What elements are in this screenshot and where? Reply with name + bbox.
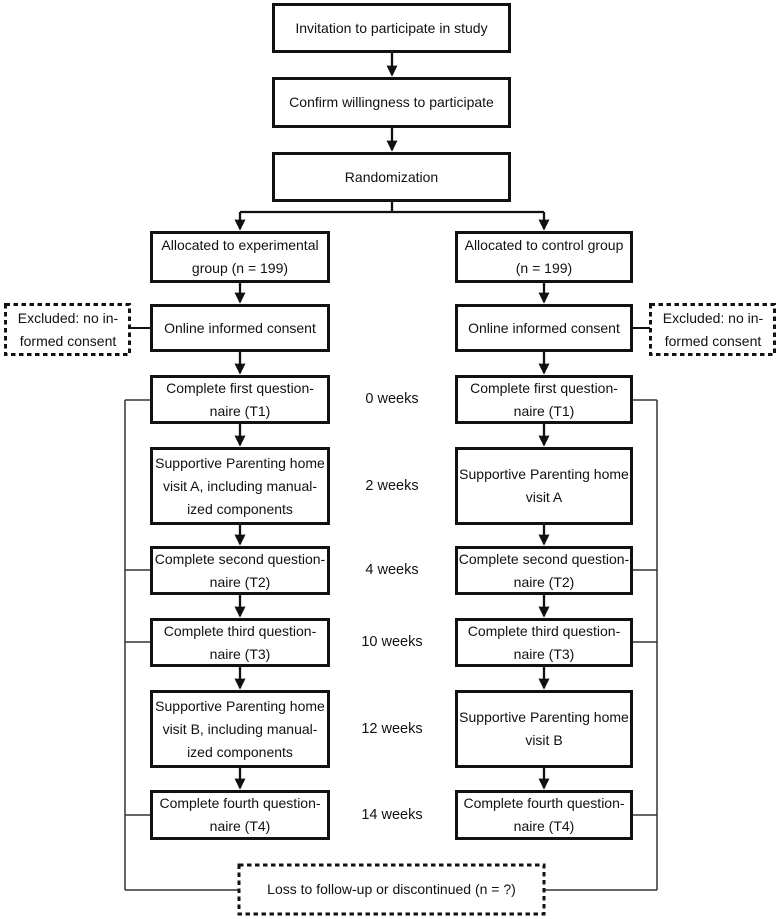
timeline-label-2-weeks: 2 weeks (365, 478, 419, 494)
dashed-box-outlines (4, 303, 776, 916)
control-t4-box: Complete fourth question- naire (T4) (455, 790, 633, 840)
timeline-label-4-weeks: 4 weeks (365, 562, 419, 578)
control-visit-a-box: Supportive Parenting home visit A (455, 447, 633, 525)
control-allocated-box: Allocated to control group (n = 199) (455, 231, 633, 283)
control-consent-box: Online informed consent (455, 304, 633, 352)
control-visit-b-box: Supportive Parenting home visit B (455, 690, 633, 768)
experimental-visit-a-box: Supportive Parenting home visit A, inclu… (150, 447, 330, 525)
timeline-label-12-weeks: 12 weeks (361, 721, 423, 737)
experimental-allocated-box: Allocated to experimental group (n = 199… (150, 231, 330, 283)
right-dropout-collector (544, 399, 658, 891)
timeline-label-10-weeks: 10 weeks (361, 634, 423, 650)
timeline-label-0-weeks: 0 weeks (365, 391, 419, 407)
experimental-t2-box: Complete second question- naire (T2) (150, 546, 330, 595)
experimental-t1-box: Complete first question- naire (T1) (150, 375, 330, 424)
left-dropout-collector (124, 399, 239, 891)
control-t3-box: Complete third question- naire (T3) (455, 618, 633, 667)
experimental-visit-b-box: Supportive Parenting home visit B, inclu… (150, 690, 330, 768)
top-flow-arrows (234, 53, 550, 231)
experimental-t4-box: Complete fourth question- naire (T4) (150, 790, 330, 840)
experimental-excluded-box: Excluded: no in- formed consent (17, 309, 119, 349)
control-t1-box: Complete first question- naire (T1) (455, 375, 633, 424)
confirm-willingness-box: Confirm willingness to participate (272, 77, 511, 128)
experimental-consent-box: Online informed consent (150, 304, 330, 352)
randomization-box: Randomization (272, 152, 511, 202)
invitation-box: Invitation to participate in study (272, 3, 511, 53)
experimental-t3-box: Complete third question- naire (T3) (150, 618, 330, 667)
loss-to-follow-up-box: Loss to follow-up or discontinued (n = ?… (267, 881, 516, 897)
control-t2-box: Complete second question- naire (T2) (455, 546, 633, 595)
control-excluded-box: Excluded: no in- formed consent (662, 309, 764, 349)
timeline-label-14-weeks: 14 weeks (361, 807, 423, 823)
